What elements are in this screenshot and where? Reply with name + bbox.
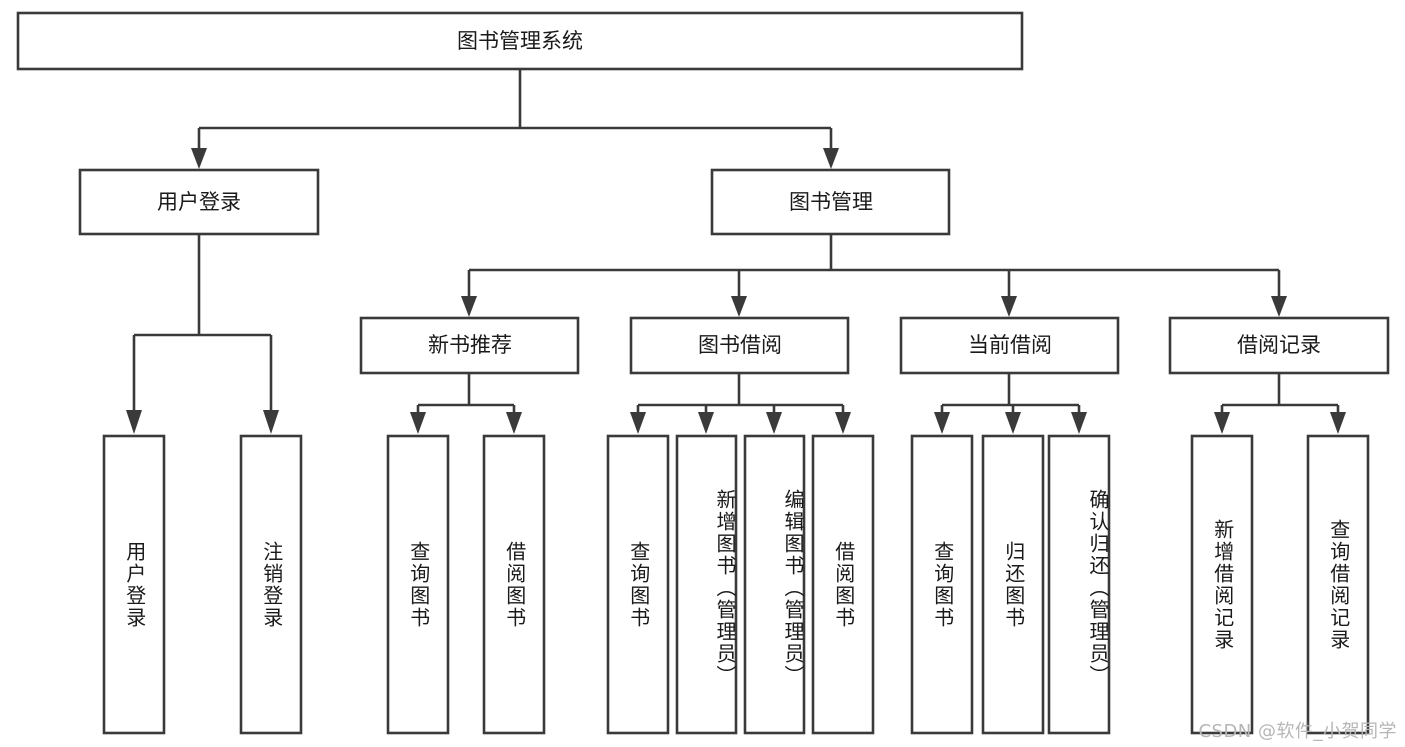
node-book-borrow-box[interactable] xyxy=(629,316,850,375)
node-borrow-record-label: 借阅记录 xyxy=(1237,333,1321,357)
leaf-box-add-book-admin[interactable] xyxy=(675,434,738,735)
arrow-user-login-leaf-1 xyxy=(126,410,142,434)
arrow-record-leaf-1 xyxy=(1214,412,1230,434)
leaf-box-edit-book-admin[interactable] xyxy=(743,434,806,735)
node-borrow-record-box[interactable] xyxy=(1168,316,1390,375)
node-book-borrow-label: 图书借阅 xyxy=(698,333,782,357)
node-root-box[interactable] xyxy=(16,11,1024,71)
node-layer: 图书管理系统 用户登录 图书管理 新书推荐 图书借阅 当前借阅 借阅记录 xyxy=(16,11,1390,735)
leaf-box-borrow-book-new[interactable] xyxy=(482,434,546,735)
arrow-borrow-leaf-3 xyxy=(766,412,782,434)
arrow-new-book-leaf-2 xyxy=(506,412,522,434)
arrow-book-mgmt-child-2 xyxy=(731,296,747,317)
leaf-box-borrow-book[interactable] xyxy=(811,434,875,735)
arrow-current-leaf-1 xyxy=(934,412,950,434)
leaf-box-logout-login[interactable] xyxy=(239,434,303,735)
node-new-book-recommend-label: 新书推荐 xyxy=(428,333,512,357)
node-current-borrow-box[interactable] xyxy=(899,316,1120,375)
arrow-book-mgmt-child-3 xyxy=(1001,296,1017,317)
arrow-borrow-leaf-2 xyxy=(698,412,714,434)
node-new-book-recommend-box[interactable] xyxy=(359,316,580,375)
arrow-borrow-leaf-4 xyxy=(835,412,851,434)
arrow-new-book-leaf-1 xyxy=(410,412,426,434)
leaf-box-query-book-new[interactable] xyxy=(386,434,450,735)
node-book-management-box[interactable] xyxy=(710,168,951,236)
arrow-book-mgmt-child-4 xyxy=(1271,296,1287,317)
node-book-management-label: 图书管理 xyxy=(789,190,873,214)
arrow-borrow-leaf-1 xyxy=(630,412,646,434)
arrow-user-login-leaf-2 xyxy=(263,410,279,434)
leaf-box-query-borrow-record[interactable] xyxy=(1306,434,1370,735)
leaf-box-confirm-return-admin[interactable] xyxy=(1047,434,1111,735)
arrow-book-mgmt-child-1 xyxy=(461,296,477,317)
node-current-borrow-label: 当前借阅 xyxy=(968,333,1052,357)
leaf-box-return-book[interactable] xyxy=(981,434,1045,735)
leaf-box-query-book-current[interactable] xyxy=(910,434,974,735)
leaf-box-add-borrow-record[interactable] xyxy=(1190,434,1254,735)
node-user-login-label: 用户登录 xyxy=(157,190,241,214)
node-user-login-box[interactable] xyxy=(78,168,320,236)
arrow-record-leaf-2 xyxy=(1330,412,1346,434)
arrow-root-to-book-mgmt xyxy=(823,148,839,169)
arrow-root-to-user-login xyxy=(191,148,207,169)
arrow-current-leaf-3 xyxy=(1071,412,1087,434)
arrow-current-leaf-2 xyxy=(1005,412,1021,434)
node-root-label: 图书管理系统 xyxy=(457,29,583,53)
connector-layer xyxy=(126,69,1346,434)
watermark-text: CSDN @软件_小贺同学 xyxy=(1198,721,1397,742)
leaf-box-query-book-borrow[interactable] xyxy=(606,434,670,735)
leaf-box-user-login[interactable] xyxy=(102,434,166,735)
